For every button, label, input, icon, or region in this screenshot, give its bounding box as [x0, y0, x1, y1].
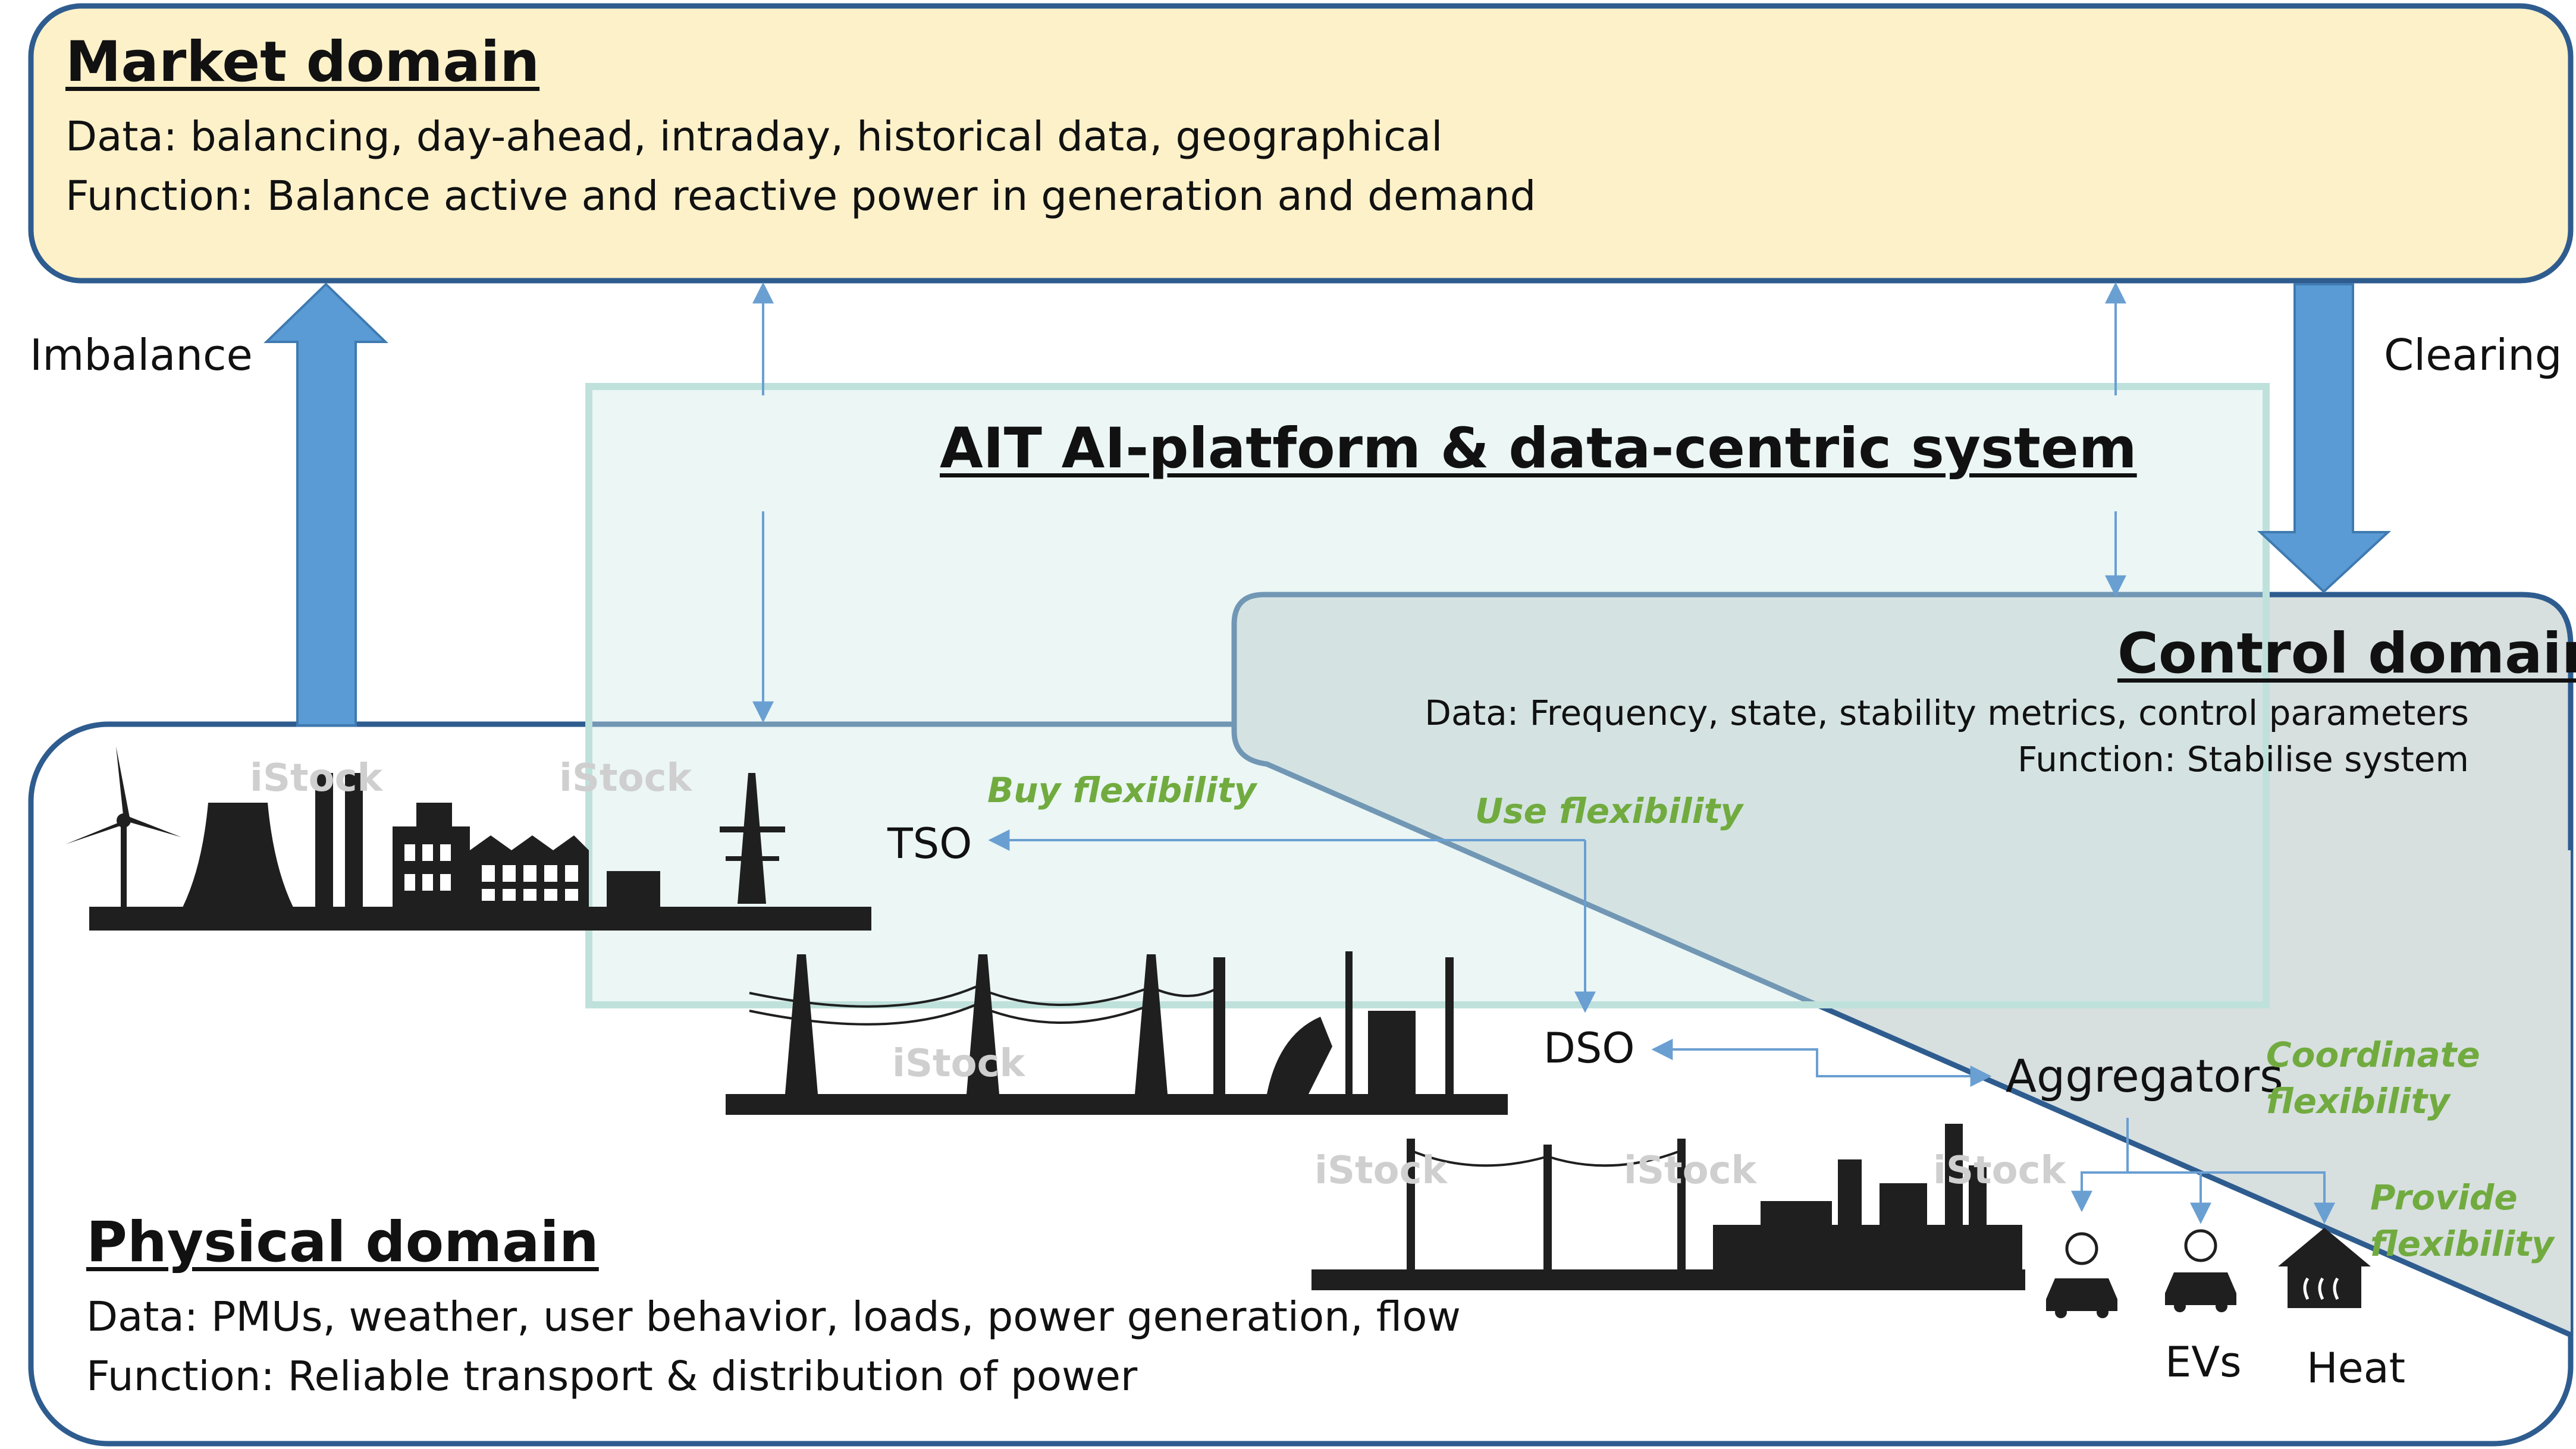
imbalance-label: Imbalance: [30, 330, 253, 380]
coordinate-flexibility-label-line1: Coordinate: [2266, 1035, 2480, 1075]
control-domain-title: Control domain: [2117, 621, 2576, 686]
ait-platform-box: [585, 383, 2270, 1008]
dso-label: DSO: [1543, 1024, 1635, 1073]
coordinate-flexibility-label-line2: flexibility: [2266, 1081, 2450, 1121]
physical-domain-data: Data: PMUs, weather, user behavior, load…: [86, 1293, 1461, 1341]
control-domain-data: Data: Frequency, state, stability metric…: [1425, 693, 2469, 733]
transmission-silhouette: [726, 951, 1508, 1115]
watermark-6: iStock: [1933, 1149, 2067, 1193]
market-domain-function: Function: Balance active and reactive po…: [65, 172, 1536, 220]
watermark-3: iStock: [892, 1042, 1026, 1086]
aggregators-label: Aggregators: [2006, 1049, 2283, 1102]
market-domain-data: Data: balancing, day-ahead, intraday, hi…: [65, 113, 1443, 161]
clearing-arrow: [2257, 283, 2392, 593]
heat-house-icon: [2278, 1228, 2371, 1308]
heat-label: Heat: [2307, 1344, 2406, 1393]
factory-windows: [404, 844, 578, 901]
buy-flexibility-label: Buy flexibility: [987, 770, 1257, 810]
transmission-wires: [749, 985, 1220, 1026]
use-flexibility-label: Use flexibility: [1475, 791, 1743, 831]
ait-platform-title: AIT AI-platform & data-centric system: [940, 416, 2137, 481]
clearing-label: Clearing: [2384, 330, 2562, 380]
control-domain-function: Function: Stabilise system: [2017, 739, 2469, 779]
provide-flexibility-label-line1: Provide: [2370, 1177, 2518, 1218]
provide-heat-arrow: [2128, 1171, 2335, 1224]
provide-ev1-arrow: [2071, 1171, 2128, 1212]
watermark-group: iStock iStock iStock iStock iStock iStoc…: [250, 756, 2067, 1193]
ev-charger-icon-1: [2046, 1232, 2117, 1318]
market-domain-box: [28, 3, 2574, 284]
distribution-wires: [1410, 1149, 1682, 1167]
tso-label: TSO: [887, 819, 972, 868]
watermark-4: iStock: [1314, 1149, 1448, 1193]
physical-domain-function: Function: Reliable transport & distribut…: [86, 1353, 1138, 1400]
ev-charger-icon-2: [2165, 1229, 2236, 1312]
watermark-2: iStock: [559, 756, 693, 800]
market-domain-title: Market domain: [65, 30, 540, 95]
control-domain-outline: [1231, 592, 2574, 1338]
watermark-5: iStock: [1624, 1149, 1758, 1193]
control-domain-area: [1234, 595, 2571, 1335]
provide-flexibility-label-line2: flexibility: [2370, 1224, 2554, 1264]
distribution-silhouette: [1311, 1124, 2025, 1290]
imbalance-arrow: [263, 282, 388, 727]
watermark-1: iStock: [250, 756, 384, 800]
evs-label: EVs: [2165, 1338, 2242, 1387]
physical-domain-title: Physical domain: [86, 1210, 599, 1275]
dso-aggregator-arrow: [1651, 1039, 1992, 1087]
